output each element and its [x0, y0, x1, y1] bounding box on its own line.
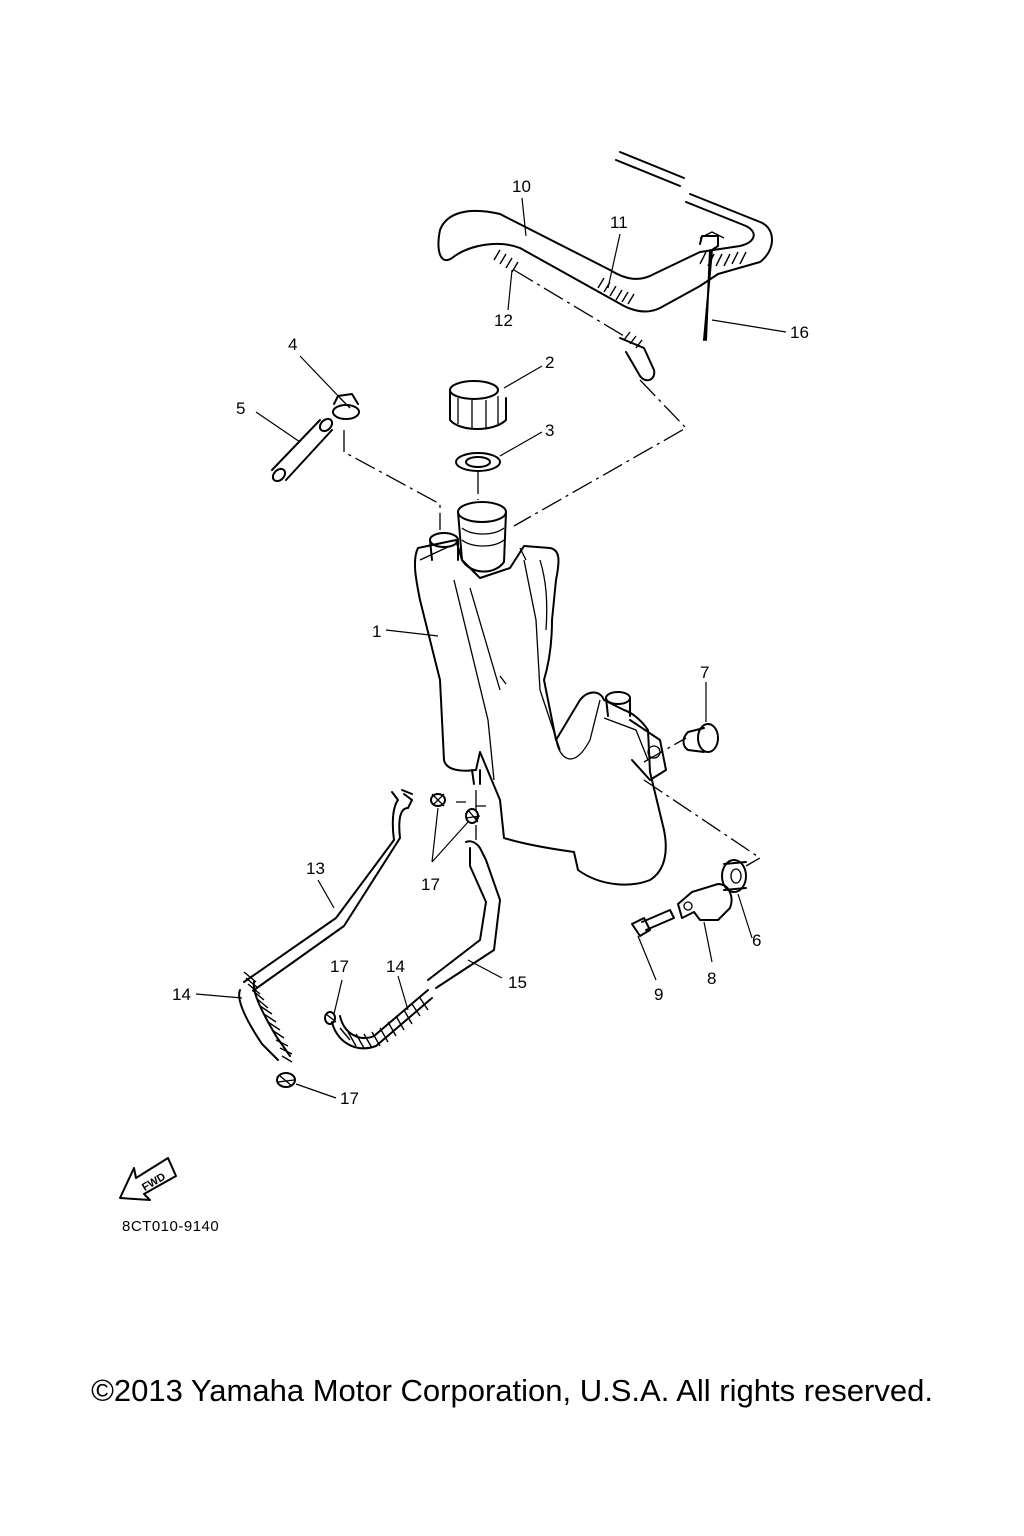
callout-17-mid: 17 [330, 957, 349, 976]
callout-labels: 1 2 3 4 5 6 7 8 9 10 11 12 13 14 14 15 1… [172, 177, 809, 1108]
callout-6: 6 [752, 931, 761, 950]
callout-7: 7 [700, 663, 709, 682]
callout-16: 16 [790, 323, 809, 342]
assembly-lines [343, 379, 762, 867]
bolt [631, 909, 675, 937]
drain-hoses [238, 789, 501, 1063]
callout-5: 5 [236, 399, 245, 418]
bracket [677, 883, 733, 921]
callout-14-left: 14 [172, 985, 191, 1004]
callout-3: 3 [545, 421, 554, 440]
callout-14-right: 14 [386, 957, 405, 976]
callout-11: 11 [610, 213, 628, 232]
reservoir-tank [413, 501, 667, 886]
fwd-label: FWD [140, 1171, 168, 1194]
reservoir-cap [449, 380, 507, 430]
breather-hoses [437, 151, 773, 382]
callout-8: 8 [707, 969, 716, 988]
hose-clamps [276, 793, 481, 1088]
gasket [455, 452, 501, 472]
fwd-arrow: FWD [119, 1157, 177, 1201]
small-cap [332, 393, 360, 420]
callout-17-bottom: 17 [340, 1089, 359, 1108]
callout-9: 9 [654, 985, 663, 1004]
callout-12: 12 [494, 311, 513, 330]
callout-15: 15 [508, 973, 527, 992]
leader-lines [195, 197, 787, 1099]
copyright-notice: ©2013 Yamaha Motor Corporation, U.S.A. A… [91, 1373, 933, 1408]
callout-4: 4 [288, 335, 297, 354]
callout-10: 10 [512, 177, 531, 196]
short-hose [271, 417, 334, 483]
collar [682, 723, 719, 753]
callout-2: 2 [545, 353, 554, 372]
callout-13: 13 [306, 859, 325, 878]
reference-code: 8CT010-9140 [122, 1218, 220, 1235]
callout-1: 1 [372, 622, 381, 641]
callout-17-center: 17 [421, 875, 440, 894]
